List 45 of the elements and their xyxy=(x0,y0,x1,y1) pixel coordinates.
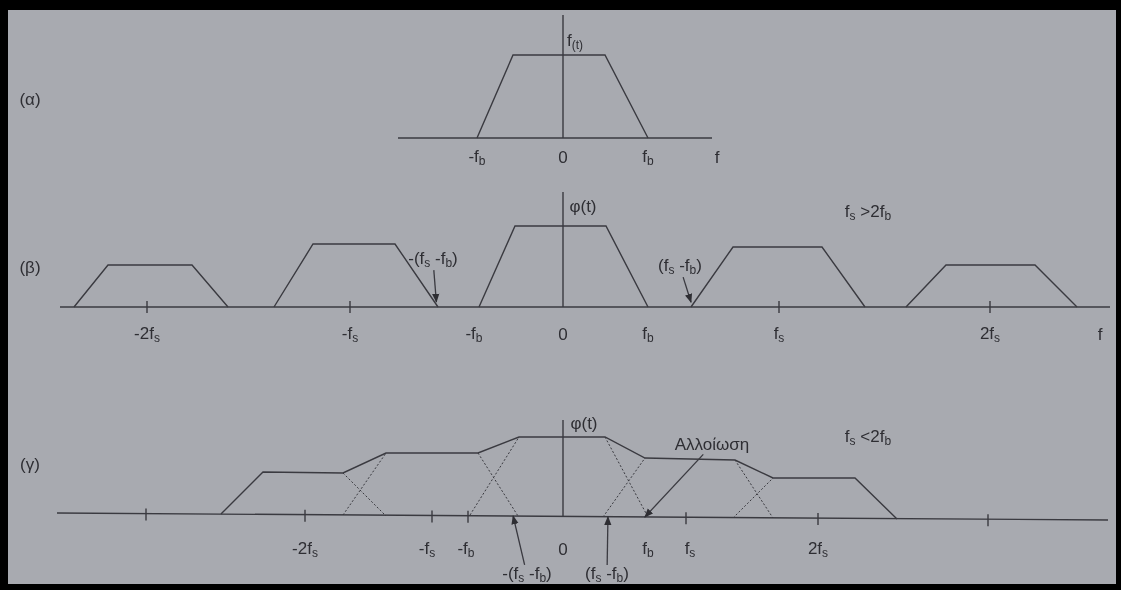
dotted-overlap-lines xyxy=(602,436,649,518)
axis-label: f xyxy=(714,148,720,168)
axis-label: (γ) xyxy=(20,455,40,475)
axis-label: φ(t) xyxy=(570,414,598,434)
spectrum-trapezoid xyxy=(690,246,866,308)
axis-label: -f$_{b}$ xyxy=(457,539,475,561)
axis-label: 2f$_{s}$ xyxy=(979,324,1001,346)
axis-label: φ(t) xyxy=(569,197,597,217)
pointer-arrow xyxy=(432,269,440,303)
annotation-text: -(f$_{s}$ -f$_{b}$) xyxy=(408,249,458,271)
spectrum-trapezoid xyxy=(73,264,229,308)
axis-label: f xyxy=(1097,325,1103,345)
axis-label: -f$_{s}$ xyxy=(341,324,359,346)
spectrum-trapezoid xyxy=(905,264,1078,308)
axis-label: (β) xyxy=(19,258,41,278)
axis-label: f$_{b}$ xyxy=(642,324,654,346)
annotation-text: Αλλοίωση xyxy=(674,435,750,455)
axis-label: (α) xyxy=(19,90,41,110)
axis-label: 0 xyxy=(558,325,568,345)
axis-label: -f$_{b}$ xyxy=(468,147,486,169)
spectrum-trapezoid xyxy=(478,225,649,308)
pointer-arrow xyxy=(511,515,526,566)
axis-label: 0 xyxy=(558,148,568,168)
axis-label: f$_{(t)}$ xyxy=(566,31,584,53)
pointer-arrow xyxy=(644,453,704,518)
axis-label: -2f$_{s}$ xyxy=(292,539,318,561)
dotted-overlap-lines xyxy=(342,452,387,517)
axis-label: -f$_{b}$ xyxy=(465,324,483,346)
axis-label: -2f$_{s}$ xyxy=(134,324,160,346)
axis-label: f$_{s}$ xyxy=(684,539,696,561)
dotted-overlap-lines xyxy=(732,459,774,519)
annotation-text: (f$_{s}$ -f$_{b}$) xyxy=(658,256,702,278)
annotation-text: -(f$_{s}$ -f$_{b}$) xyxy=(502,564,552,586)
axis-label: f$_{s}$ xyxy=(773,324,785,346)
pointer-arrow xyxy=(604,516,612,566)
axis-label: -f$_{s}$ xyxy=(418,539,436,561)
axis-label: 0 xyxy=(558,540,568,560)
axis-label: f$_{s}$ >2f$_{b}$ xyxy=(844,202,892,224)
axis-label: f$_{b}$ xyxy=(642,539,654,561)
dotted-overlap-lines xyxy=(469,436,520,517)
axis-label: f$_{b}$ xyxy=(642,147,654,169)
axis-label: f$_{s}$ <2f$_{b}$ xyxy=(844,427,892,449)
annotation-text: (f$_{s}$ -f$_{b}$) xyxy=(585,564,629,586)
pointer-arrow xyxy=(682,276,693,304)
axis-label: 2f$_{s}$ xyxy=(807,539,829,561)
